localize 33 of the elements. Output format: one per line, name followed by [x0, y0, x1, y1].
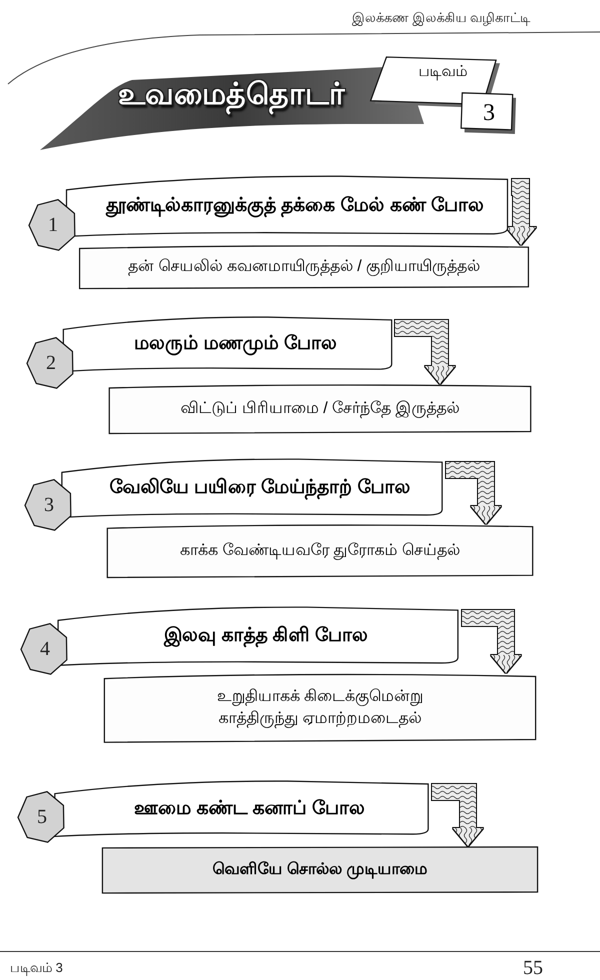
block-arrow: [395, 320, 455, 384]
simile-banner: [51, 780, 432, 837]
simile-text: இலவு காத்த கிளி போல: [164, 624, 368, 648]
item-number: 1: [48, 215, 58, 235]
meaning-text: உறுதியாகக் கிடைக்குமென்று காத்திருந்து ஏமாற்றமடைதல்: [216, 687, 424, 730]
simile-text: ஊமை கண்ட கனாப் போல: [134, 796, 365, 820]
block-arrow: [432, 784, 483, 846]
meaning-text: தன் செயலில் கவனமாயிருத்தல் / குறியாயிருத்தல்: [128, 257, 480, 278]
simile-banner: [60, 316, 395, 372]
page-number: 55: [523, 956, 543, 980]
number-heptagon: [17, 790, 67, 844]
item-number: 3: [44, 495, 54, 515]
number-heptagon: [28, 198, 78, 252]
footer-text: படிவம் 3: [10, 959, 63, 978]
meaning-text: வெளியே சொல்ல முடியாமை: [212, 860, 428, 881]
item-number: 5: [37, 807, 47, 827]
meaning-text: விட்டுப் பிரியாமை / சேர்ந்தே இருத்தல்: [180, 399, 460, 420]
meaning-text: காக்க வேண்டியவரே துரோகம் செய்தல்: [180, 541, 460, 562]
item-number: 2: [46, 353, 56, 373]
number-heptagon: [24, 478, 74, 532]
form-label: படிவம்: [418, 63, 468, 82]
simile-text: தூண்டில்காரனுக்குத் தக்கை மேல் கண் போல: [106, 194, 484, 218]
number-heptagon: [20, 622, 70, 676]
simile-text: வேலியே பயிரை மேய்ந்தாற் போல: [110, 476, 410, 500]
block-arrow: [506, 179, 536, 245]
running-header: இலக்கண இலக்கிய வழிகாட்டி: [352, 9, 530, 28]
item-number: 4: [40, 639, 50, 659]
block-arrow: [446, 462, 501, 524]
form-number: 3: [483, 101, 495, 125]
simile-text: மலரும் மணமும் போல: [134, 332, 337, 356]
title-text: உவமைத்தொடர்: [118, 76, 345, 114]
number-tag: [460, 92, 516, 134]
number-heptagon: [26, 336, 76, 390]
